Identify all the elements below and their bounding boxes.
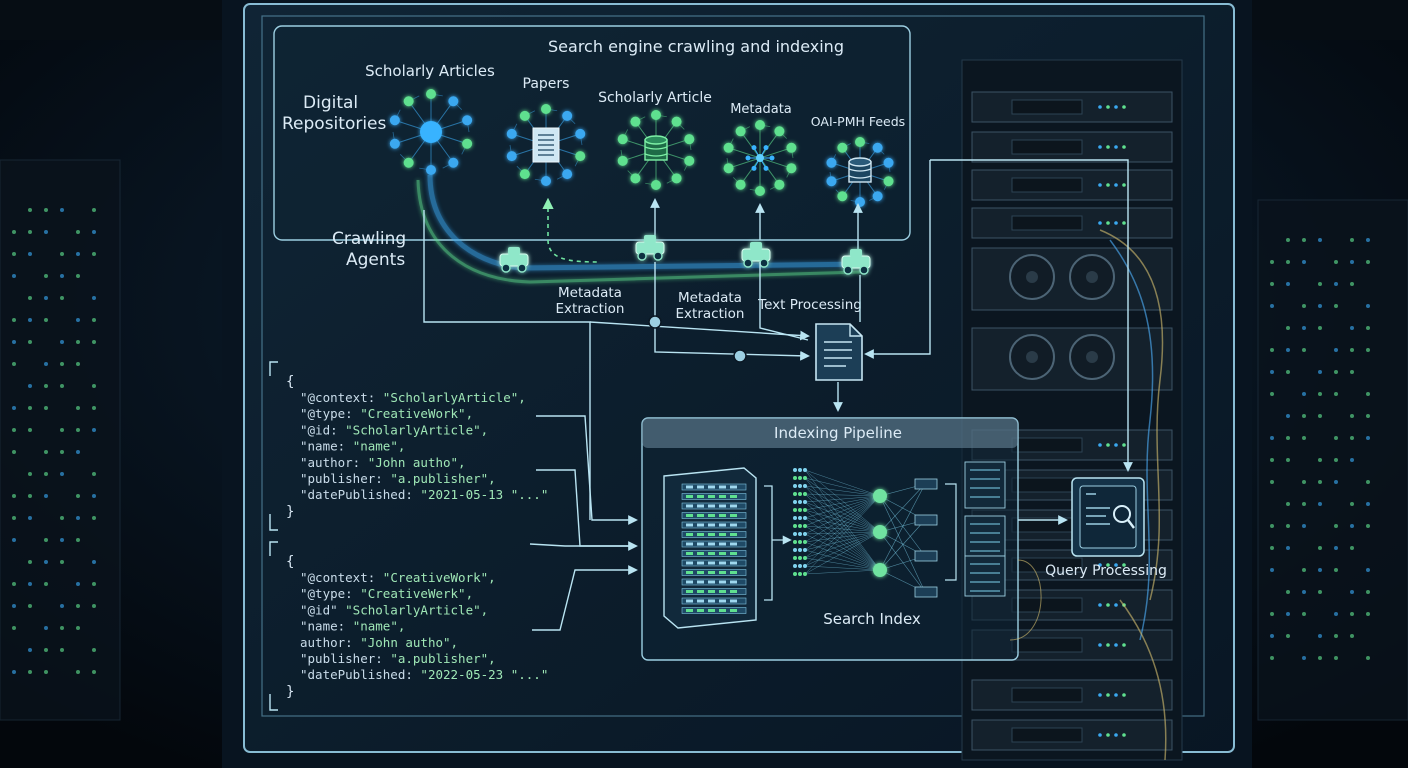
source-label: Papers xyxy=(523,76,570,92)
json-ld-block-2: { "@context: "CreativeWork","@type: "Cre… xyxy=(269,541,548,711)
left-server-rack xyxy=(0,159,121,721)
processed-document-icon xyxy=(815,323,863,381)
magnifier-icon xyxy=(1113,505,1135,529)
json-line: author: "John autho", xyxy=(300,635,458,650)
source-database-icon xyxy=(826,137,894,207)
document-icon xyxy=(532,127,560,163)
json-ld-block-1: { "@context: "ScholarlyArticle","@type: … xyxy=(269,361,548,531)
json-line: "@context: "ScholarlyArticle", xyxy=(300,390,526,405)
source-network-hub-icon xyxy=(389,89,473,175)
database-icon xyxy=(644,135,668,161)
source-document-icon xyxy=(506,104,586,186)
flow-junction-dots xyxy=(648,315,747,363)
json-open-brace: { xyxy=(286,374,294,390)
json-close-brace: } xyxy=(286,684,294,700)
indexing-pipeline-title: Indexing Pipeline xyxy=(774,424,902,442)
flow-connectors xyxy=(423,159,1133,520)
index-table-icons xyxy=(945,461,1006,597)
source-label: OAI-PMH Feeds xyxy=(811,114,905,129)
crawler-robot-icon xyxy=(635,235,665,261)
text-processing-label: Text Processing xyxy=(757,297,862,313)
search-index-label: Search Index xyxy=(823,610,921,628)
json-line: "name: "name", xyxy=(300,619,405,634)
json-open-brace: { xyxy=(286,554,294,570)
sources-panel: Search engine crawling and indexing Digi… xyxy=(273,25,911,241)
json-line: "@id: "ScholarlyArticle", xyxy=(300,422,488,437)
source-label: Scholarly Articles xyxy=(365,62,495,80)
json-close-brace: } xyxy=(286,504,294,520)
source-label: Metadata xyxy=(730,102,792,117)
server-stack-icon xyxy=(663,467,757,629)
json-line: "@type: "CreativeWerk", xyxy=(300,586,473,601)
source-database-icon xyxy=(617,110,695,190)
network-hub-icon xyxy=(420,121,442,143)
query-processing-label: Query Processing xyxy=(1045,563,1167,579)
json-line: "@type: "CreativeWork", xyxy=(300,406,473,421)
fan-icon xyxy=(1009,254,1115,380)
json-line: "name: "name", xyxy=(300,439,405,454)
crawler-track xyxy=(416,174,871,284)
json-line: "publisher: "a.publisher", xyxy=(300,471,496,486)
indexing-pipeline-panel: Indexing Pipeline Search Index xyxy=(641,417,1068,661)
database-icon xyxy=(848,157,872,183)
diagram-title: Search engine crawling and indexing xyxy=(548,37,844,56)
crawler-robot-icon xyxy=(841,249,871,275)
query-processing-box xyxy=(1071,477,1145,557)
neural-network-icon xyxy=(793,468,938,598)
source-label: Scholarly Article xyxy=(598,90,712,106)
json-line: "author: "John autho", xyxy=(300,455,466,470)
json-line: "@context: "CreativeWork", xyxy=(300,570,496,585)
right-server-rack xyxy=(1257,199,1408,721)
crawler-robot-icon xyxy=(741,242,771,268)
source-network-mesh-icon xyxy=(723,120,797,196)
json-line: "datePublished: "2021-05-13 "..." xyxy=(300,487,548,502)
network-mesh-icon xyxy=(745,145,775,171)
json-line: "datePublished: "2022-05-23 "..." xyxy=(300,667,548,682)
crawler-robot-icon xyxy=(499,247,529,273)
json-line: "publisher: "a.publisher", xyxy=(300,651,496,666)
json-line: "@id" "ScholarlyArticle", xyxy=(300,602,488,617)
code-to-pipeline-arrows xyxy=(529,415,638,631)
